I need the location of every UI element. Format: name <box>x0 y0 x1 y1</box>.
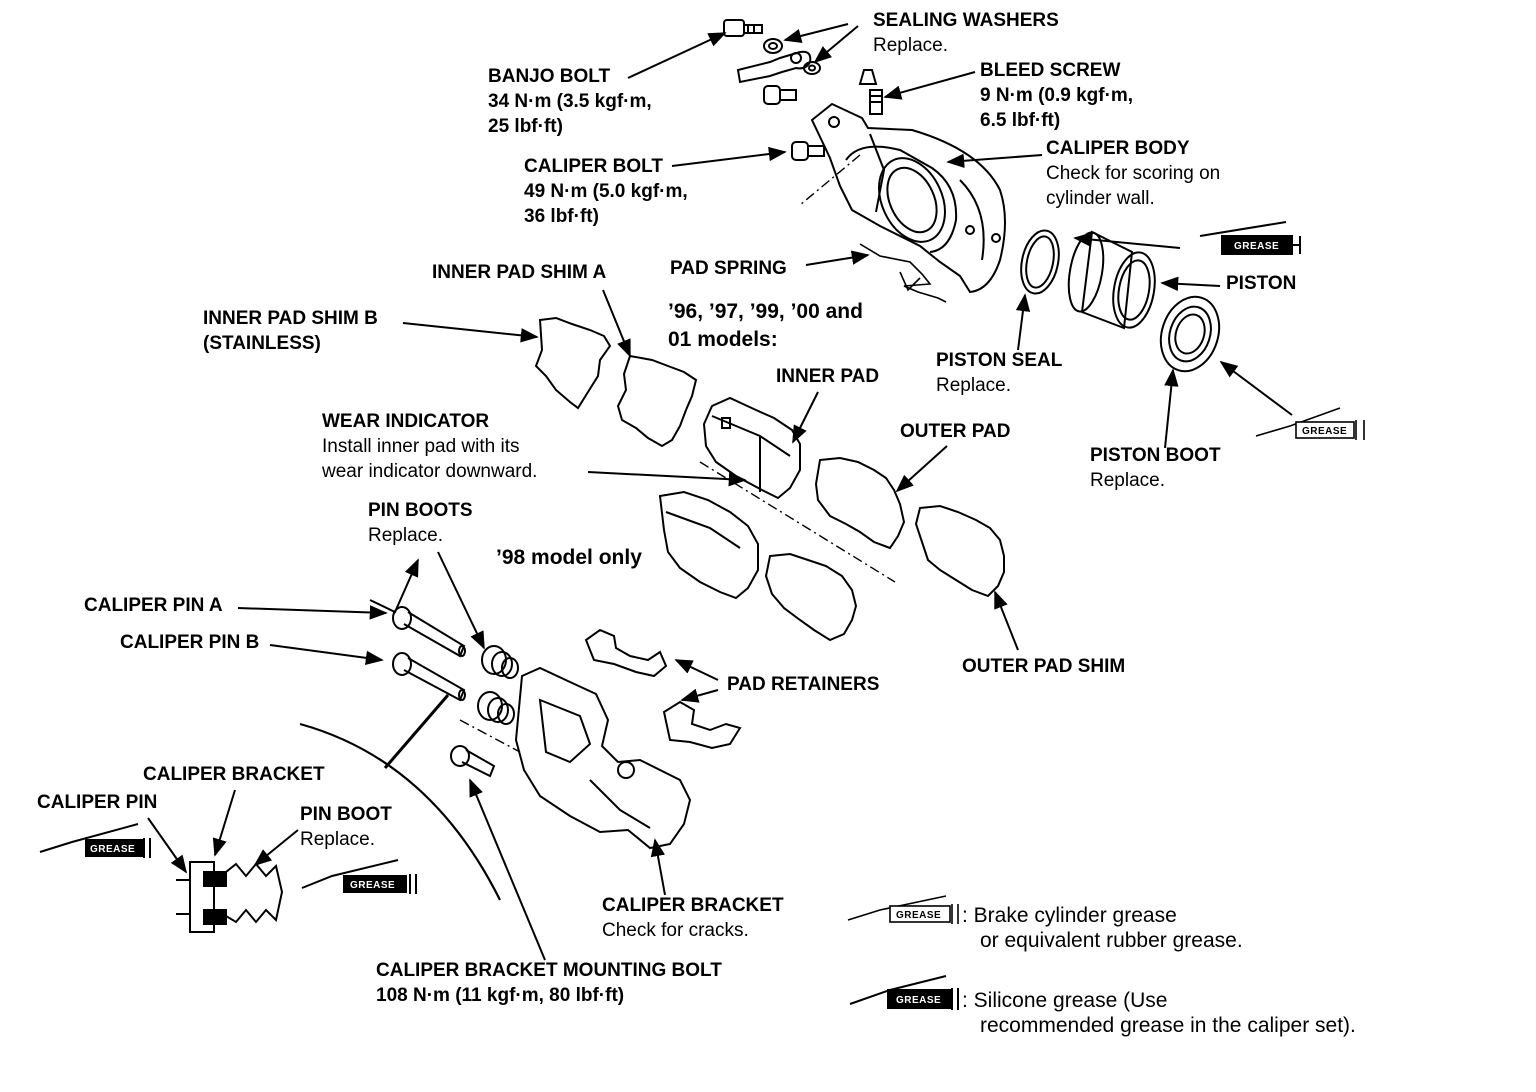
sealing-washers-note: Replace. <box>873 35 948 56</box>
caliper-bolt-upper-icon <box>763 85 797 105</box>
svg-text:GREASE: GREASE <box>1234 241 1279 252</box>
models-96-01-line-1: ’96, ’97, ’99, ’00 and <box>668 300 863 323</box>
bracket-mounting-bolt-icon <box>450 745 496 778</box>
pin-boot-upper-icon <box>481 645 519 679</box>
legend-brake-grease-icon: GREASE <box>847 895 959 924</box>
bleed-screw-torque-2: 6.5 lbf·ft) <box>980 110 1061 131</box>
pin-boots-label: PIN BOOTS Replace. <box>368 498 473 548</box>
bleed-screw-title: BLEED SCREW <box>980 60 1121 81</box>
piston-boot-label: PISTON BOOT Replace. <box>1090 443 1221 493</box>
inner-pad-shim-b-note: (STAINLESS) <box>203 333 321 354</box>
silicone-grease-icon-piston: GREASE <box>1199 221 1301 255</box>
piston-seal-label: PISTON SEAL Replace. <box>936 348 1062 398</box>
caliper-pin-b-icon <box>392 652 466 702</box>
legend-silicone-grease-icon: GREASE <box>849 975 959 1010</box>
pad-retainers-label: PAD RETAINERS <box>727 674 880 695</box>
pin-boots-title: PIN BOOTS <box>368 500 473 521</box>
caliper-bolt-lower-icon <box>791 141 825 161</box>
legend-silicone-grease: : Silicone grease (Use recommended greas… <box>962 988 1356 1038</box>
inner-pad-icon <box>702 396 801 500</box>
caliper-bracket-title: CALIPER BRACKET <box>602 895 784 916</box>
caliper-body-label: CALIPER BODY Check for scoring on cylind… <box>1046 136 1220 211</box>
caliper-bolt-label: CALIPER BOLT 49 N·m (5.0 kgf·m, 36 lbf·f… <box>524 154 688 229</box>
outer-pad-label: OUTER PAD <box>900 421 1011 442</box>
caliper-pin-b-label: CALIPER PIN B <box>120 632 260 653</box>
legend-brake-grease-line-1: : Brake cylinder grease <box>962 904 1177 927</box>
caliper-bracket-icon <box>514 666 692 850</box>
outer-pad-shim-label: OUTER PAD SHIM <box>962 656 1126 677</box>
wear-indicator-note-2: wear indicator downward. <box>322 461 538 482</box>
pad-spring-label: PAD SPRING <box>670 258 787 279</box>
banjo-bolt-icon <box>723 19 763 37</box>
svg-text:GREASE: GREASE <box>1302 426 1347 437</box>
piston-icon <box>1067 230 1156 330</box>
caliper-pin-a-icon <box>392 606 466 658</box>
banjo-bolt-label: BANJO BOLT 34 N·m (3.5 kgf·m, 25 lbf·ft) <box>488 64 652 139</box>
piston-seal-title: PISTON SEAL <box>936 350 1063 371</box>
models-96-01-line-2: 01 models: <box>668 328 778 351</box>
caliper-pin-detail-label: CALIPER PIN <box>37 792 158 813</box>
legend-silicone-line-1: : Silicone grease (Use <box>962 989 1168 1012</box>
svg-text:GREASE: GREASE <box>896 910 941 921</box>
pin-boot-detail-label: PIN BOOT Replace. <box>300 802 392 852</box>
caliper-bracket-note: Check for cracks. <box>602 920 749 941</box>
sealing-washers-label: SEALING WASHERS Replace. <box>873 8 1059 58</box>
silicone-grease-icon-boot-detail: GREASE <box>301 859 417 894</box>
caliper-bracket-detail-label: CALIPER BRACKET <box>143 764 325 785</box>
pin-boot-detail-title: PIN BOOT <box>300 804 392 825</box>
bleed-screw-torque-1: 9 N·m (0.9 kgf·m, <box>980 85 1134 106</box>
brake-grease-icon-boot: GREASE <box>1255 407 1365 440</box>
bracket-bolt-label: CALIPER BRACKET MOUNTING BOLT 108 N·m (1… <box>376 958 722 1008</box>
bracket-bolt-title: CALIPER BRACKET MOUNTING BOLT <box>376 960 722 981</box>
caliper-bolt-title: CALIPER BOLT <box>524 156 663 177</box>
inner-pad-shim-a-label: INNER PAD SHIM A <box>432 262 607 283</box>
models-96-01-label: ’96, ’97, ’99, ’00 and 01 models: <box>668 298 863 354</box>
legend-brake-grease-line-2: or equivalent rubber grease. <box>980 929 1243 952</box>
model-98-label: ’98 model only <box>496 546 642 569</box>
caliper-bolt-torque-2: 36 lbf·ft) <box>524 206 599 227</box>
caliper-body-note-2: cylinder wall. <box>1046 188 1155 209</box>
legend-brake-grease: : Brake cylinder grease or equivalent ru… <box>962 903 1243 953</box>
piston-label: PISTON <box>1226 273 1297 294</box>
sealing-washers-title: SEALING WASHERS <box>873 10 1059 31</box>
piston-boot-note: Replace. <box>1090 470 1165 491</box>
caliper-body-icon <box>810 102 1006 294</box>
inner-pad-shim-b-title: INNER PAD SHIM B <box>203 308 378 329</box>
caliper-pin-a-label: CALIPER PIN A <box>84 595 223 616</box>
wear-indicator-label: WEAR INDICATOR Install inner pad with it… <box>322 409 537 484</box>
svg-text:GREASE: GREASE <box>350 880 395 891</box>
inner-pad-label: INNER PAD <box>776 366 880 387</box>
svg-text:GREASE: GREASE <box>896 995 941 1006</box>
inner-pad-shim-b-label: INNER PAD SHIM B (STAINLESS) <box>203 306 378 356</box>
banjo-bolt-torque-2: 25 lbf·ft) <box>488 116 563 137</box>
pin-boot-detail-icon <box>176 861 284 933</box>
banjo-bolt-torque-1: 34 N·m (3.5 kgf·m, <box>488 91 652 112</box>
pin-boots-note: Replace. <box>368 525 443 546</box>
banjo-bolt-title: BANJO BOLT <box>488 66 611 87</box>
caliper-bolt-torque-1: 49 N·m (5.0 kgf·m, <box>524 181 688 202</box>
caliper-body-note-1: Check for scoring on <box>1046 163 1221 184</box>
svg-text:GREASE: GREASE <box>90 844 135 855</box>
legend-silicone-line-2: recommended grease in the caliper set). <box>980 1014 1356 1037</box>
bleed-screw-label: BLEED SCREW 9 N·m (0.9 kgf·m, 6.5 lbf·ft… <box>980 58 1133 133</box>
caliper-body-title: CALIPER BODY <box>1046 138 1190 159</box>
pin-boot-detail-note: Replace. <box>300 829 375 850</box>
wear-indicator-note-1: Install inner pad with its <box>322 436 520 457</box>
silicone-grease-icon-pin: GREASE <box>39 823 151 858</box>
caliper-bracket-label: CALIPER BRACKET Check for cracks. <box>602 893 784 943</box>
pin-boot-lower-icon <box>477 691 515 725</box>
wear-indicator-title: WEAR INDICATOR <box>322 411 490 432</box>
bracket-bolt-torque: 108 N·m (11 kgf·m, 80 lbf·ft) <box>376 985 625 1006</box>
piston-boot-title: PISTON BOOT <box>1090 445 1221 466</box>
piston-seal-note: Replace. <box>936 375 1011 396</box>
